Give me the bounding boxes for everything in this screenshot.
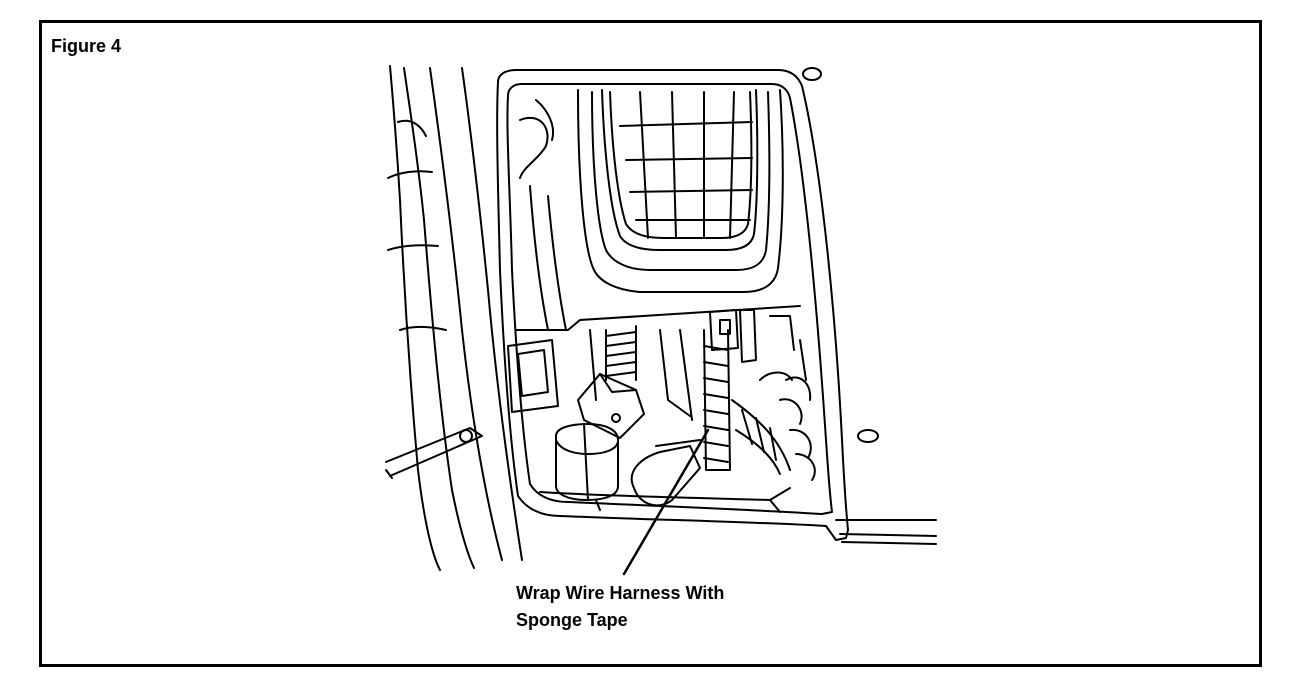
callout-line-1: Wrap Wire Harness With (516, 583, 725, 603)
lens-reflector (578, 90, 783, 292)
bulb-sockets-and-wiring (508, 306, 815, 512)
rear-panel (836, 520, 936, 544)
callout-leader-line (624, 430, 708, 574)
figure-frame (39, 20, 1262, 667)
mount-hole-right (858, 430, 878, 442)
figure-title: Figure 4 (51, 36, 122, 56)
callout-line-2: Sponge Tape (516, 610, 628, 630)
mount-hole-top (803, 68, 821, 80)
lamp-housing (497, 70, 848, 540)
left-body-panel (388, 66, 522, 570)
callout-label: Wrap Wire Harness With Sponge Tape (516, 580, 724, 634)
mounting-bracket (386, 428, 482, 478)
